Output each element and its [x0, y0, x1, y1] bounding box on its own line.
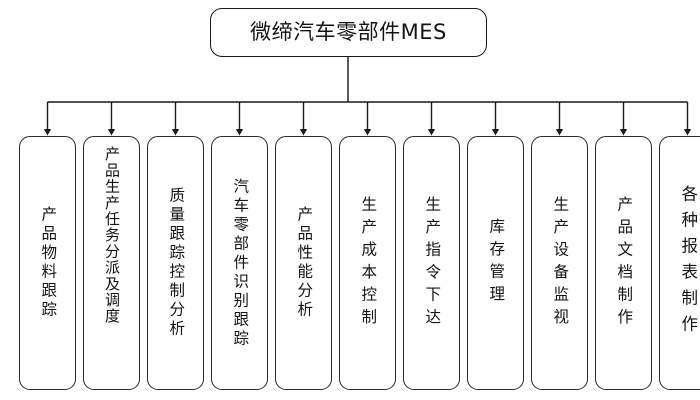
leaf-node-label: 各种报表制作: [678, 185, 698, 341]
leaf-node-label: 质量跟踪控制分析: [167, 187, 186, 339]
leaf-node-box-4[interactable]: 汽车零部件识别跟踪: [211, 136, 268, 390]
leaf-node-box-6[interactable]: 生产成本控制: [339, 136, 396, 390]
arrowhead-6: [363, 129, 372, 136]
arrowhead-4: [235, 129, 244, 136]
arrowhead-11: [683, 129, 692, 136]
leaf-node-label: 产品性能分析: [295, 206, 314, 320]
leaf-node-box-2[interactable]: 产品生产任务分派及调度: [83, 136, 140, 390]
arrowhead-3: [171, 129, 180, 136]
arrowhead-7: [427, 129, 436, 136]
arrowhead-9: [555, 129, 564, 136]
leaf-node-label: 产品文档制作: [615, 195, 634, 331]
arrowhead-1: [43, 129, 52, 136]
leaf-node-box-8[interactable]: 库存管理: [467, 136, 524, 390]
leaf-node-label: 生产设备监视: [551, 195, 570, 331]
leaf-node-label: 汽车零部件识别跟踪: [231, 177, 250, 349]
leaf-node-box-5[interactable]: 产品性能分析: [275, 136, 332, 390]
leaf-node-box-1[interactable]: 产品物料跟踪: [19, 136, 76, 390]
leaf-node-box-9[interactable]: 生产设备监视: [531, 136, 588, 390]
arrowhead-8: [491, 129, 500, 136]
arrowhead-5: [299, 129, 308, 136]
root-node-label: 微缔汽车零部件MES: [250, 20, 447, 44]
arrowhead-10: [619, 129, 628, 136]
leaf-node-box-3[interactable]: 质量跟踪控制分析: [147, 136, 204, 390]
leaf-node-box-10[interactable]: 产品文档制作: [595, 136, 652, 390]
leaf-node-label: 生产成本控制: [359, 195, 378, 331]
leaf-node-label: 产品生产任务分派及调度: [103, 146, 121, 325]
leaf-node-box-11[interactable]: 各种报表制作: [659, 136, 700, 390]
root-node-box[interactable]: 微缔汽车零部件MES: [210, 8, 487, 57]
leaf-node-box-7[interactable]: 生产指令下达: [403, 136, 460, 390]
leaf-node-label: 生产指令下达: [423, 195, 442, 331]
leaf-node-label: 产品物料跟踪: [39, 206, 58, 320]
arrowhead-2: [107, 129, 116, 136]
leaf-node-label: 库存管理: [487, 218, 506, 308]
